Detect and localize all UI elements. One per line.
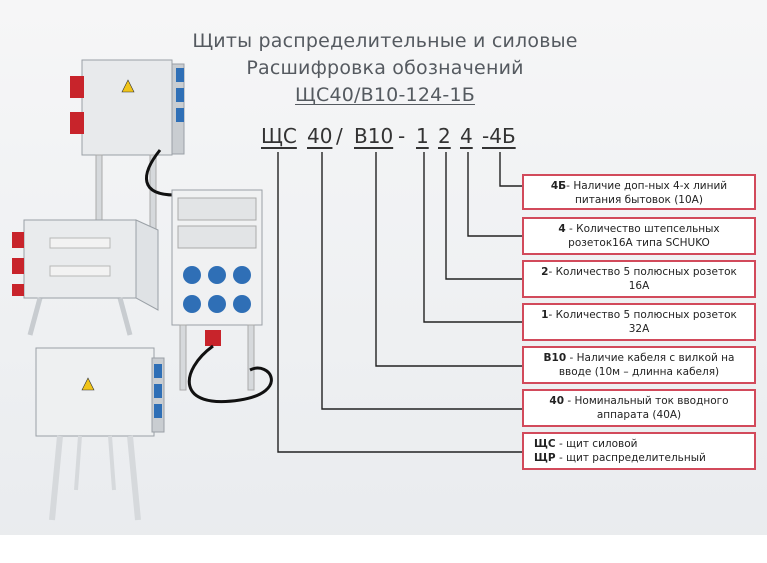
connector-40 — [321, 152, 522, 410]
connector-v10 — [375, 152, 522, 367]
open-cabinet-middle — [12, 219, 159, 336]
bottom-band — [0, 535, 767, 563]
distribution-stand — [171, 189, 273, 403]
floor-cabinet-bottom — [35, 347, 165, 521]
legend-key: 1 — [541, 309, 549, 321]
code-part-2: 2 — [438, 124, 451, 148]
legend-box-4b: 4Б- Наличие доп-ных 4-х линий питания бы… — [522, 174, 756, 210]
legend-text-1: Количество 5 полюсных розеток — [555, 266, 737, 278]
code-part-1: 1 — [416, 124, 429, 148]
legend-text-2: аппарата (40А) — [596, 409, 682, 421]
legend-text-1: Количество 5 полюсных розеток — [555, 309, 737, 321]
legend-key: 40 — [549, 395, 565, 407]
legend-sep: - — [566, 352, 574, 364]
legend-box-40: 40 - Номинальный ток вводного аппарата (… — [522, 389, 756, 427]
legend-key: 4 — [558, 223, 566, 235]
code-part-shs: ЩС — [261, 124, 297, 148]
connector-1 — [423, 152, 522, 323]
code-part-4b: -4Б — [482, 124, 516, 148]
code-part-v10: В10 — [354, 124, 394, 148]
title-line-3: ЩС40/В10-124-1Б — [295, 84, 475, 106]
code-dash: - — [398, 124, 406, 148]
code-part-4: 4 — [460, 124, 473, 148]
legend-text-2: щит распределительный — [566, 452, 706, 464]
code-slash: / — [336, 124, 343, 148]
legend-sep: - — [564, 395, 572, 407]
connector-shs — [277, 152, 522, 453]
legend-box-1: 1- Количество 5 полюсных розеток 32А — [522, 303, 756, 341]
legend-key: В10 — [543, 352, 567, 364]
legend-text-1: Наличие доп-ных 4-х линий — [573, 180, 728, 192]
title-line-1: Щиты распределительные и силовые — [192, 30, 578, 52]
legend-box-shs: ЩС - щит силовой ЩР - щит распределитель… — [522, 432, 756, 470]
connector-4 — [467, 152, 522, 237]
legend-sep: - — [565, 223, 573, 235]
legend-text-1: Наличие кабеля с вилкой на — [576, 352, 735, 364]
code-part-40: 40 — [307, 124, 333, 148]
legend-text-1: щит силовой — [566, 438, 638, 450]
legend-key: 2 — [541, 266, 549, 278]
legend-text-2: розеток16А типа SCHUKO — [568, 237, 710, 249]
legend-box-v10: В10 - Наличие кабеля с вилкой на вводе (… — [522, 346, 756, 384]
legend-sep: - — [555, 438, 563, 450]
legend-key-2: ЩР — [534, 452, 556, 464]
legend-text-1: Количество штепсельных — [576, 223, 720, 235]
electrical-cabinets-illustration — [12, 59, 273, 521]
legend-sep-2: - — [555, 452, 563, 464]
legend-box-2: 2- Количество 5 полюсных розеток 16А — [522, 260, 756, 298]
connector-2 — [445, 152, 522, 280]
title-line-2: Расшифровка обозначений — [246, 57, 524, 79]
legend-text-1: Номинальный ток вводного — [574, 395, 729, 407]
legend-text-2: 16А — [628, 280, 650, 292]
legend-text-2: 32А — [628, 323, 650, 335]
connector-4b — [499, 152, 522, 187]
wall-mounted-cabinet-top — [70, 59, 185, 276]
legend-box-4: 4 - Количество штепсельных розеток16А ти… — [522, 217, 756, 255]
legend-sep: - — [548, 309, 553, 321]
legend-key: 4Б — [550, 180, 567, 192]
legend-key: ЩС — [534, 438, 556, 450]
legend-sep: - — [548, 266, 553, 278]
legend-text-2: вводе (10м – длинна кабеля) — [558, 366, 720, 378]
legend-sep: - — [566, 180, 570, 192]
legend-text-2: питания бытовок (10А) — [575, 194, 703, 206]
